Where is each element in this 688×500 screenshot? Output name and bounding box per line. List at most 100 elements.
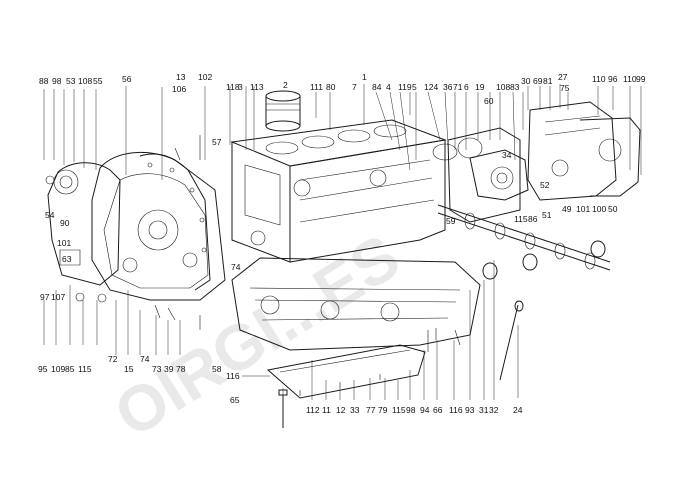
callout: 78	[176, 364, 186, 374]
dipstick	[499, 300, 524, 381]
callout: 85	[65, 364, 75, 374]
callout: 84	[372, 82, 382, 92]
callout: 86	[528, 214, 538, 224]
callout: 88	[39, 76, 49, 86]
callout: 50	[608, 204, 618, 214]
callout: 49	[562, 204, 572, 214]
callout: 98	[406, 405, 416, 415]
front-plate	[45, 162, 121, 286]
callout: 80	[326, 82, 336, 92]
callout: 30	[521, 76, 531, 86]
callout: 52	[540, 180, 550, 190]
callout: 34	[502, 150, 512, 160]
callout: 60	[484, 96, 494, 106]
callout: 27	[558, 72, 568, 82]
callout: 90	[60, 218, 70, 228]
callout: 15	[124, 364, 134, 374]
fasteners	[75, 135, 461, 352]
callout: 119	[398, 82, 412, 92]
callout: 51	[542, 210, 552, 220]
callout: 98	[52, 76, 62, 86]
watermark: OIRGI...ES	[102, 220, 412, 451]
callout: 112	[306, 405, 320, 415]
callout: 12	[336, 405, 346, 415]
callout: 81	[543, 76, 553, 86]
callout: 39	[164, 364, 174, 374]
callout: 54	[45, 210, 55, 220]
timing-cover	[91, 151, 226, 301]
callout: 36	[443, 82, 453, 92]
callout: 111	[310, 82, 323, 92]
cylinder-liner	[265, 90, 301, 132]
callout: 77	[366, 405, 376, 415]
callout: 109	[51, 364, 65, 374]
callout: 63	[62, 254, 72, 264]
callout: 65	[230, 395, 240, 405]
callout: 93	[465, 405, 475, 415]
callout: 102	[198, 72, 212, 82]
callout: 96	[608, 74, 618, 84]
callout: 56	[122, 74, 132, 84]
callout-labels: 88 98 53 108 55 56 13 106 102 118 3 113 …	[38, 72, 646, 415]
callout: 32	[489, 405, 499, 415]
callout: 99	[636, 74, 646, 84]
callout: 115	[392, 405, 406, 415]
callout: 115	[78, 364, 92, 374]
callout: 106	[172, 84, 186, 94]
callout: 7	[352, 82, 357, 92]
callout: 107	[51, 292, 65, 302]
callout: 124	[424, 82, 438, 92]
callout: 118	[226, 82, 240, 92]
leader-lines	[43, 84, 642, 400]
callout: 19	[475, 82, 485, 92]
flywheel-housing	[527, 101, 641, 201]
cam-bushings	[482, 240, 606, 280]
callout: 115	[514, 214, 528, 224]
callout: 110	[592, 74, 606, 84]
callout: 33	[350, 405, 360, 415]
callout: 113	[250, 82, 264, 92]
callout: 110	[623, 74, 637, 84]
callout: 59	[446, 216, 456, 226]
callout: 101	[576, 204, 590, 214]
callout: 24	[513, 405, 523, 415]
front-gasket	[139, 153, 211, 291]
callout: 75	[560, 83, 570, 93]
callout: 108	[78, 76, 92, 86]
callout: 1	[362, 72, 367, 82]
callout: 13	[176, 72, 186, 82]
callout: 95	[38, 364, 48, 374]
callout: 100	[592, 204, 606, 214]
camshaft	[437, 204, 611, 271]
callout: 58	[212, 364, 222, 374]
callout: 11	[322, 405, 331, 415]
callout: 116	[226, 371, 240, 381]
callout: 4	[386, 82, 391, 92]
cylinder-block	[230, 119, 447, 263]
callout: 74	[231, 262, 241, 272]
callout: 69	[533, 76, 543, 86]
watermark-text: OIRGI...ES	[102, 220, 412, 451]
callout: 71	[453, 82, 463, 92]
callout: 116	[449, 405, 463, 415]
oil-pan	[266, 344, 426, 399]
callout: 3	[238, 82, 243, 92]
callout: 66	[433, 405, 443, 415]
callout: 79	[378, 405, 388, 415]
callout: 97	[40, 292, 50, 302]
callout: 83	[510, 82, 520, 92]
callout: 55	[93, 76, 103, 86]
callout: 5	[412, 82, 417, 92]
callout: 73	[152, 364, 162, 374]
callout: 101	[57, 238, 71, 248]
callout: 2	[283, 80, 288, 90]
callout: 31	[479, 405, 489, 415]
callout: 94	[420, 405, 430, 415]
callout: 72	[108, 354, 118, 364]
callout: 108	[496, 82, 510, 92]
callout: 74	[140, 354, 150, 364]
callout: 6	[464, 82, 469, 92]
callout: 53	[66, 76, 76, 86]
callout: 57	[212, 137, 222, 147]
